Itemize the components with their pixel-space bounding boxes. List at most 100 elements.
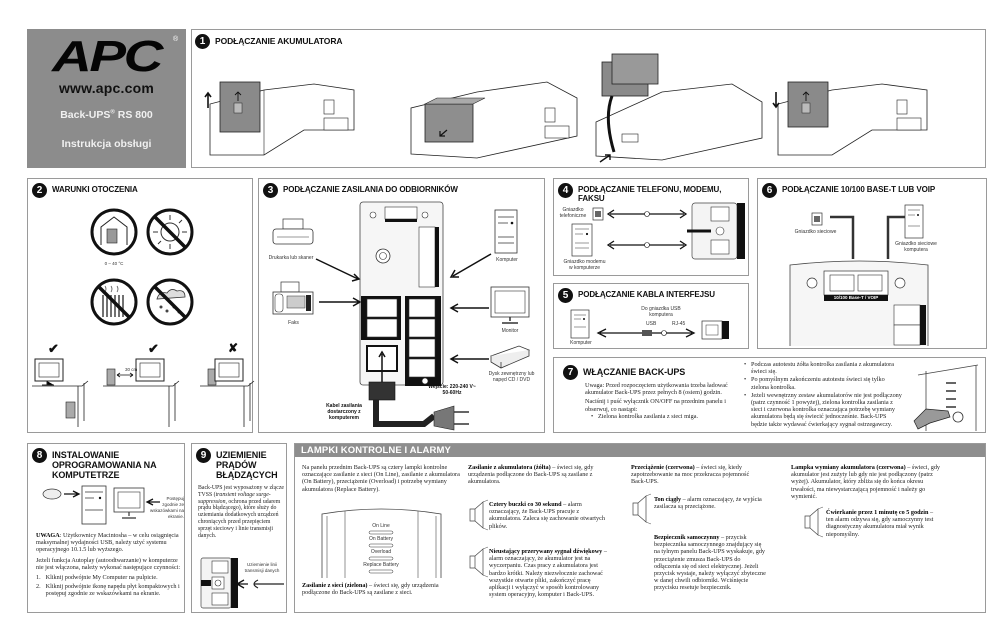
section-environment: 2 WARUNKI OTOCZENIA 0 – 40 °C ✔ ✔ (27, 178, 255, 433)
step-number: 4 (558, 183, 573, 198)
usb-socket-label: Do gniazdka USB komputera (641, 306, 681, 318)
section-title: 9 UZIEMIENIE PRĄDÓW BŁĄDZĄCYCH (196, 448, 284, 480)
usb-label: USB (646, 321, 657, 327)
step-number: 2 (32, 183, 47, 198)
power-on-instructions: Uwaga: Przed rozpoczęciem użytkowania tr… (585, 382, 745, 421)
power-cable-illustration (368, 350, 469, 431)
macintosh-note: UWAGA: Użytkownicy Macintosha – w celu o… (36, 532, 179, 554)
arrow-computer (449, 253, 492, 278)
section-connect-equipment: 3 PODŁĄCZANIE ZASILANIA DO ODBIORNIKÓW (258, 178, 545, 433)
step-number: 9 (196, 448, 211, 463)
ok-check-icon: ✔ (48, 341, 59, 356)
indicators-title: LAMPKI KONTROLNE I ALARMY (301, 445, 451, 456)
ethernet-port-label: 10/100 Base-T / VOIP (833, 295, 879, 300)
power-cable-label: Kabel zasilania dostarczony z komputerem (326, 403, 362, 421)
data-port-icon (701, 320, 729, 340)
speaker-icon (469, 499, 489, 531)
phone-socket-icon (592, 207, 604, 221)
apc-url: www.apc.com (58, 80, 155, 96)
not-ok-cross-icon: ✘ (228, 341, 239, 355)
computer-tower-icon (570, 309, 590, 339)
modem-cable-icon (606, 240, 688, 250)
registered-mark: ® (173, 36, 179, 43)
printer-label: Drukarka lub skaner (268, 255, 314, 261)
autoplay-note: Jeżeli funkcja Autoplay (autoodtwarzanie… (36, 556, 181, 571)
arrow-monitor (449, 303, 489, 313)
rj45-label: RJ-45 (672, 321, 686, 327)
indoor-use-icon (90, 208, 138, 256)
computer-label: Komputer (496, 257, 518, 263)
online-indicator-text: Zasilanie z sieci (zielona) – świeci się… (302, 582, 439, 597)
panel-label-online: On Line (372, 523, 390, 529)
section-title: 5 PODŁĄCZANIE KABLA INTERFEJSU (558, 288, 715, 303)
section-title: 8 INSTALOWANIE OPROGRAMOWANIA NA KOMPUTE… (32, 448, 162, 480)
monitor-icon (490, 286, 530, 324)
section-connect-ethernet-voip: 6 PODŁĄCZANIE 10/100 BASE-T LUB VOIP Gni… (757, 178, 987, 349)
disk-label: Dysk zewnętrzny lub napęd CD / DVD (488, 371, 535, 383)
alarm-four-beeps-text: Cztery buczki co 30 sekund – alarm oznac… (489, 501, 605, 530)
phone-socket-label: Gniazdko telefoniczne (559, 207, 587, 219)
self-test-notes: Podczas autotestu żółta kontrolka zasila… (744, 361, 902, 429)
indicators-intro: Na panelu przednim Back-UPS są cztery la… (302, 464, 460, 493)
no-heat-source-icon (90, 278, 138, 326)
indicators-header: LAMPKI KONTROLNE I ALARMY (295, 444, 985, 457)
ups-ethernet-panel-illustration (789, 260, 929, 346)
section-title: 2 WARUNKI OTOCZENIA (32, 183, 138, 198)
desk-ups-below-illustration (32, 358, 89, 427)
bullet-item: Podczas autotestu żółta kontrolka zasila… (744, 361, 902, 375)
battery-step-slide-in-illustration (410, 81, 578, 159)
software-install-illustration (42, 485, 160, 525)
arrow-fax (319, 297, 362, 307)
step-number: 1 (195, 34, 210, 49)
power-on-instruction: Naciśnij i puść wyłącznik ON/OFF na prze… (585, 398, 726, 413)
tvss-description: Back-UPS jest wyposażony w złącze TVSS (… (198, 485, 284, 539)
step-number: 6 (762, 183, 777, 198)
front-panel-illustration (321, 508, 442, 578)
computer-socket-label: Gniazdko sieciowe komputera (895, 241, 937, 253)
modem-computer-icon (571, 223, 593, 257)
speaker-icon (804, 506, 824, 538)
bullet-item: Po pomyślnym zakończeniu autotestu świec… (744, 376, 902, 390)
section-connect-battery: 1 PODŁĄCZANIE AKUMULATORA (191, 29, 986, 168)
speaker-icon (632, 493, 652, 525)
section-power-on: 7 WŁĄCZANIE BACK-UPS Uwaga: Przed rozpoc… (553, 357, 986, 433)
bullet-item: Zielona kontrolka zasilania z sieci miga… (591, 413, 745, 420)
computer-tower-icon (494, 209, 518, 254)
install-notes: UWAGA: Użytkownicy Macintosha – w celu o… (36, 532, 181, 600)
desk-ups-distance-illustration (103, 358, 180, 427)
alarm-chirp-text: Ćwierkanie przez 1 minutę co 5 godzin – … (826, 509, 934, 538)
charge-note: Uwaga: Przed rozpoczęciem użytkowania tr… (585, 382, 728, 397)
computer-tower-icon (904, 204, 924, 239)
desk-ups-too-close-illustration (200, 358, 255, 427)
section-surge-grounding: 9 UZIEMIENIE PRĄDÓW BŁĄDZĄCYCH Back-UPS … (191, 443, 287, 613)
printer-icon (272, 218, 314, 245)
section-title: 7 WŁĄCZANIE BACK-UPS (563, 365, 685, 380)
section-install-software: 8 INSTALOWANIE OPROGRAMOWANIA NA KOMPUTE… (27, 443, 185, 613)
battery-step-door-open-illustration (204, 81, 355, 156)
step-number: 7 (563, 365, 578, 380)
section-title: 1 PODŁĄCZANIE AKUMULATORA (195, 34, 343, 49)
manual-subtitle: Instrukcja obsługi (61, 138, 152, 150)
no-moisture-icon (146, 278, 194, 326)
circuit-breaker-text: Bezpiecznik samoczynny – przycisk bezpie… (654, 534, 766, 592)
ups-modem-ports-illustration (687, 202, 745, 260)
product-name: Back-UPS® RS 800 (60, 109, 153, 121)
external-disk-icon (490, 345, 531, 369)
battery-indicator-text: Zasilanie z akumulatora (żółta) – świeci… (468, 464, 594, 486)
section-indicators-alarms: LAMPKI KONTROLNE I ALARMY Na panelu prze… (294, 443, 986, 613)
cover-block: APC ® www.apc.com Back-UPS® RS 800 Instr… (27, 29, 186, 168)
step-number: 3 (263, 183, 278, 198)
alarm-continuous-beep-text: Nieustający przerywany sygnał dźwiękowy … (489, 548, 607, 599)
phone-cable-icon (606, 209, 688, 219)
arrow-printer (315, 258, 361, 282)
step-item: 2.Kliknij podwójnie ikonę napędu płyt ko… (36, 583, 180, 598)
alarm-constant-tone-text: Ton ciągły – alarm oznaczający, że wyjśc… (654, 496, 762, 511)
panel-label-on-battery: On Battery (369, 536, 393, 542)
temperature-label: 0 – 40 °C (104, 261, 124, 266)
speaker-icon (469, 546, 489, 578)
usb-cable-icon (596, 328, 696, 338)
follow-instructions-label: Postępuj zgodnie ze wskazówkami na ekran… (150, 496, 185, 519)
battery-step-door-close-illustration (772, 81, 928, 156)
apc-logo: APC (52, 32, 163, 81)
ground-wire-icon (235, 579, 284, 589)
